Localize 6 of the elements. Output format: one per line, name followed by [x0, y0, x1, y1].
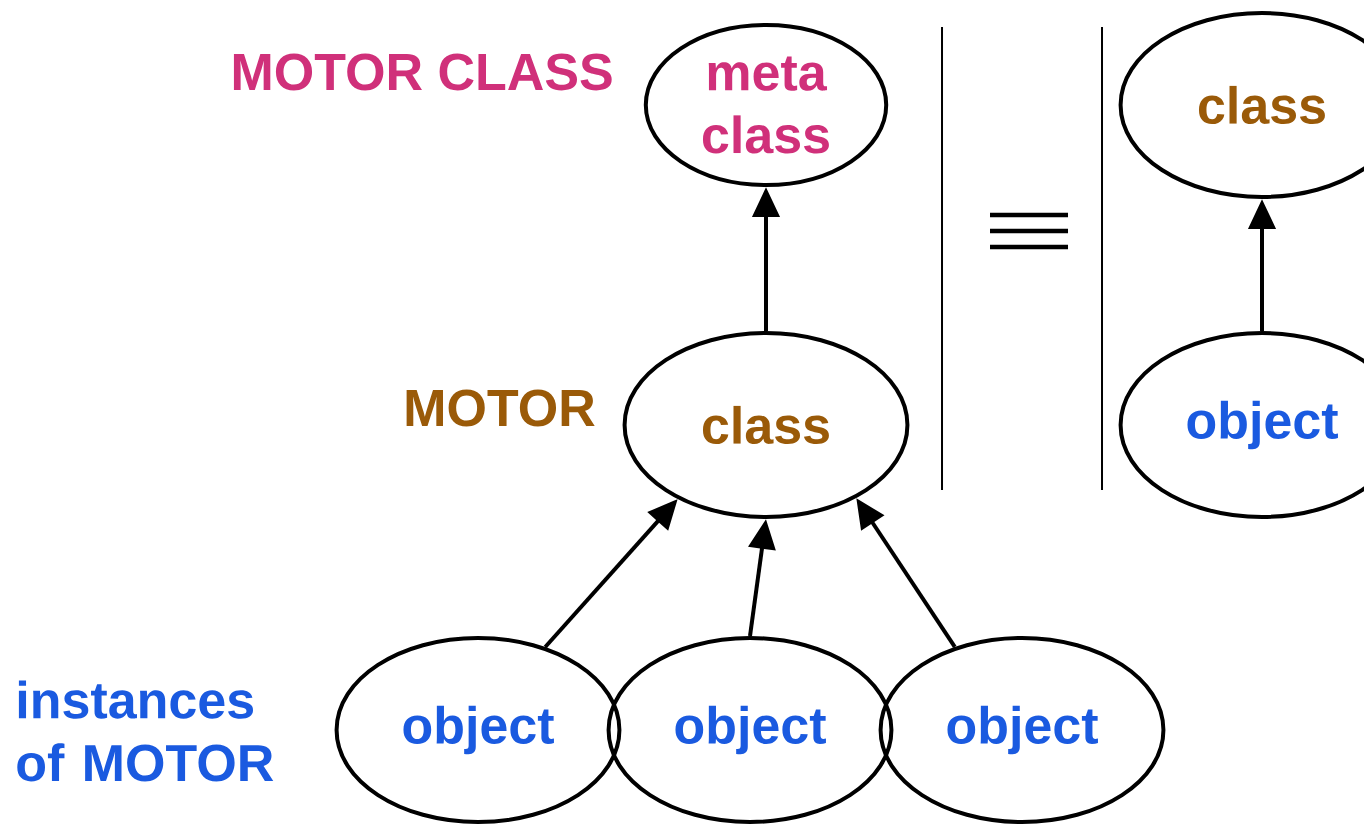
side-label: instances of MOTOR [17, 680, 274, 782]
ellipse-node: class [622, 331, 910, 519]
ellipse-node: object [606, 636, 894, 824]
ellipse-node: object [334, 636, 622, 824]
ellipse-node: meta class [643, 23, 889, 187]
ellipse-node: object [878, 636, 1166, 824]
